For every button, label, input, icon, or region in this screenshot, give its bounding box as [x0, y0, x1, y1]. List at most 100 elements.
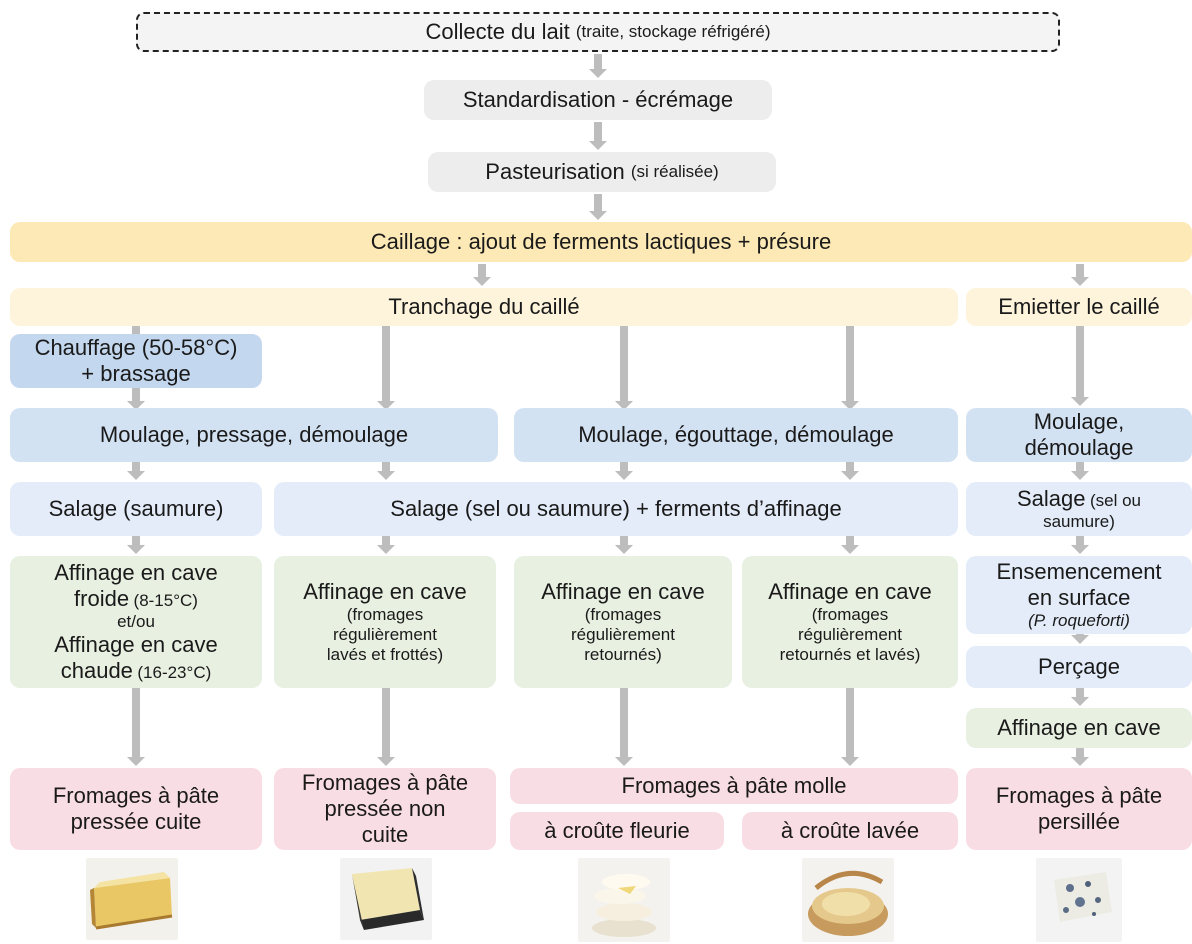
step-moulage-pressage-label: Moulage, pressage, démoulage [99, 422, 409, 448]
flow-arrow [1071, 264, 1089, 286]
affinage-retourne-lave-line3: retournés et lavés) [779, 645, 921, 664]
flow-arrow [377, 688, 395, 766]
step-salage-persille: Salage (sel ou saumure) [966, 482, 1192, 536]
flow-arrow [1071, 326, 1089, 406]
affinage-cuite-line4: Affinage en cave [54, 632, 218, 658]
step-salage-ferments: Salage (sel ou saumure) + ferments d’aff… [274, 482, 958, 536]
affinage-cuite-line5b: (16-23°C) [137, 662, 212, 682]
step-ensemencement-line1: Ensemencement [996, 559, 1162, 585]
product-pate-persillee: Fromages à pâte persillée [966, 768, 1192, 850]
flow-arrow [127, 536, 145, 554]
flow-arrow [589, 54, 607, 78]
cheese-croute-fleurie-image [578, 858, 670, 942]
product-croute-fleurie-label: à croûte fleurie [544, 818, 690, 844]
affinage-lave-line3: lavés et frottés) [326, 645, 444, 664]
flow-arrow [473, 264, 491, 286]
affinage-lave-line1: (fromages [346, 604, 424, 624]
affinage-cuite-line2: froide [74, 586, 130, 612]
product-pate-molle-label: Fromages à pâte molle [621, 773, 847, 799]
affinage-retourne-title: Affinage en cave [541, 578, 705, 604]
step-chauffage-line2: + brassage [81, 361, 191, 386]
product-pressee-cuite-line1: Fromages à pâte [52, 783, 220, 809]
flow-arrow [841, 462, 859, 480]
flow-arrow [1071, 634, 1089, 644]
step-affinage-persille: Affinage en cave [966, 708, 1192, 748]
step-moulage-persille-line1: Moulage, [1033, 409, 1125, 435]
product-pressee-cuite: Fromages à pâte pressée cuite [10, 768, 262, 850]
step-emietter-label: Emietter le caillé [998, 294, 1160, 320]
flow-arrow [1071, 688, 1089, 706]
flow-arrow [841, 326, 859, 410]
affinage-cuite-line5: chaude [60, 657, 133, 683]
step-percage: Perçage [966, 646, 1192, 688]
flow-arrow [1071, 748, 1089, 766]
step-salage-saumure-label: Salage (saumure) [48, 496, 224, 522]
affinage-retourne-line2: régulièrement [571, 624, 675, 644]
step-salage-saumure: Salage (saumure) [10, 482, 262, 536]
step-ensemencement-line2: en surface [1027, 584, 1131, 610]
flow-arrow [377, 536, 395, 554]
flow-arrow [1071, 536, 1089, 554]
step-affinage-retourne-lave: Affinage en cave (fromages régulièrement… [742, 556, 958, 688]
step-affinage-cuite: Affinage en cave froide (8-15°C) et/ou A… [10, 556, 262, 688]
flow-arrow [615, 326, 633, 410]
step-moulage-egouttage-label: Moulage, égouttage, démoulage [578, 422, 894, 448]
flow-arrow [127, 462, 145, 480]
step-caillage: Caillage : ajout de ferments lactiques +… [10, 222, 1192, 262]
product-pressee-non-cuite-line3: cuite [361, 821, 409, 847]
affinage-retourne-line1: (fromages [584, 604, 662, 624]
step-tranchage-label: Tranchage du caillé [388, 294, 580, 320]
cheese-pressee-cuite-image [86, 858, 178, 940]
step-percage-label: Perçage [1038, 654, 1120, 680]
affinage-cuite-line2b: (8-15°C) [133, 591, 198, 611]
affinage-retourne-lave-line2: régulièrement [798, 624, 902, 644]
flow-arrow [615, 688, 633, 766]
step-pasteurisation: Pasteurisation (si réalisée) [428, 152, 776, 192]
flow-arrow [589, 122, 607, 150]
flow-arrow [615, 462, 633, 480]
step-collecte-label: Collecte du lait [425, 19, 570, 45]
step-chauffage-line1: Chauffage (50-58°C) [34, 335, 238, 361]
cheese-persillee-image [1036, 858, 1122, 942]
flow-arrow [1071, 462, 1089, 480]
cheese-croute-lavee-image [802, 858, 894, 942]
step-moulage-persille: Moulage, démoulage [966, 408, 1192, 462]
step-salage-ferments-label: Salage (sel ou saumure) + ferments d’aff… [390, 496, 842, 522]
product-croute-lavee: à croûte lavée [742, 812, 958, 850]
product-pressee-non-cuite: Fromages à pâte pressée non cuite [274, 768, 496, 850]
flow-arrow [127, 688, 145, 766]
product-croute-fleurie: à croûte fleurie [510, 812, 724, 850]
step-collecte: Collecte du lait (traite, stockage réfri… [136, 12, 1060, 52]
step-moulage-persille-line2: démoulage [1024, 435, 1134, 460]
affinage-lave-line2: régulièrement [333, 624, 437, 644]
product-pate-persillee-line2: persillée [1038, 809, 1120, 834]
step-collecte-note: (traite, stockage réfrigéré) [575, 21, 771, 41]
step-affinage-lave: Affinage en cave (fromages régulièrement… [274, 556, 496, 688]
step-moulage-pressage: Moulage, pressage, démoulage [10, 408, 498, 462]
step-affinage-retourne: Affinage en cave (fromages régulièrement… [514, 556, 732, 688]
step-standardisation-label: Standardisation - écrémage [462, 87, 734, 113]
step-pasteurisation-label: Pasteurisation [485, 159, 625, 185]
flow-arrow [615, 536, 633, 554]
step-salage-persille-line1: Salage [1017, 486, 1086, 511]
step-ensemencement: Ensemencement en surface (P. roqueforti) [966, 556, 1192, 634]
affinage-retourne-lave-title: Affinage en cave [768, 578, 932, 604]
product-pate-persillee-line1: Fromages à pâte [995, 783, 1163, 809]
step-moulage-egouttage: Moulage, égouttage, démoulage [514, 408, 958, 462]
affinage-persille-label: Affinage en cave [997, 715, 1161, 741]
step-caillage-label: Caillage : ajout de ferments lactiques +… [370, 229, 832, 255]
affinage-cuite-line3: et/ou [117, 611, 155, 631]
flow-arrow [841, 688, 859, 766]
cheese-pressee-non-cuite-image [340, 858, 432, 940]
step-emietter: Emietter le caillé [966, 288, 1192, 326]
step-standardisation: Standardisation - écrémage [424, 80, 772, 120]
affinage-retourne-lave-line1: (fromages [811, 604, 889, 624]
affinage-cuite-line1: Affinage en cave [54, 560, 218, 586]
step-pasteurisation-note: (si réalisée) [630, 161, 719, 181]
product-pate-molle: Fromages à pâte molle [510, 768, 958, 804]
step-salage-persille-line2: saumure) [1043, 511, 1115, 531]
product-pressee-non-cuite-line2: pressée non [324, 796, 446, 822]
flow-arrow [589, 194, 607, 220]
step-chauffage: Chauffage (50-58°C) + brassage [10, 334, 262, 388]
